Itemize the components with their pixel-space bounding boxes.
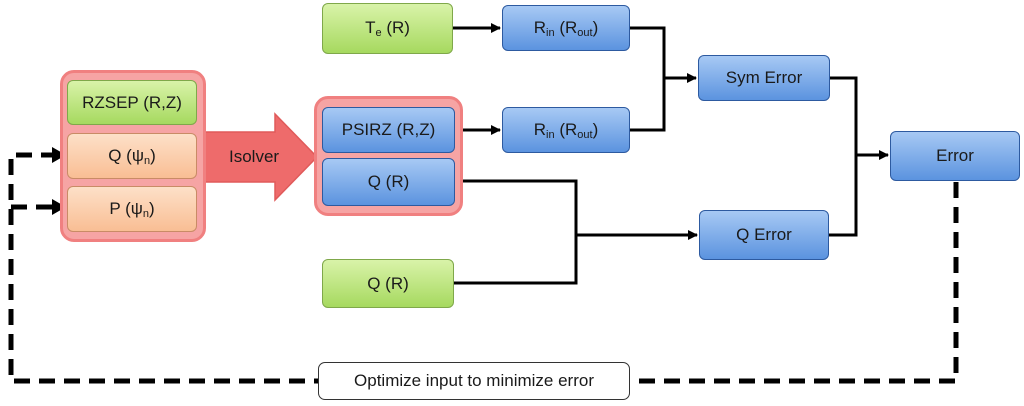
rin-bottom-box[interactable]: Rin (Rout) (502, 107, 630, 153)
q-r-output-box[interactable]: Q (R) (322, 158, 455, 206)
psirz-label: PSIRZ (R,Z) (341, 120, 436, 139)
q-error-box[interactable]: Q Error (699, 210, 829, 260)
p-psi-label: P (ψn) (109, 198, 155, 220)
feedback-arrowhead-q (52, 147, 66, 163)
te-label: Te (R) (365, 18, 410, 39)
feedback-loop-dashed (8, 152, 959, 384)
rin-top-label: Rin (Rout) (533, 17, 599, 39)
sym-error-box[interactable]: Sym Error (698, 55, 830, 101)
q-r-output-label: Q (R) (367, 172, 410, 191)
wire-rin-top-to-sym (630, 26, 666, 78)
rin-bottom-label: Rin (Rout) (533, 119, 599, 141)
optimize-note: Optimize input to minimize error (318, 362, 630, 400)
p-psi-box[interactable]: P (ψn) (67, 186, 197, 232)
q-error-label: Q Error (736, 225, 792, 244)
q-r-input-box[interactable]: Q (R) (322, 259, 454, 308)
wire-qr-input-to-qerror (454, 235, 578, 285)
q-r-input-label: Q (R) (367, 273, 409, 293)
sym-error-label: Sym Error (725, 68, 803, 87)
feedback-arrowhead-p (52, 199, 66, 215)
te-box[interactable]: Te (R) (322, 3, 453, 54)
error-box[interactable]: Error (890, 131, 1020, 181)
wire-qr-mid-to-qerror (455, 179, 578, 235)
isolver-label: Isolver (229, 147, 280, 166)
error-label: Error (936, 146, 974, 165)
isolver-arrow (204, 112, 319, 202)
optimize-label: Optimize input to minimize error (354, 371, 594, 390)
rzsep-label: RZSEP (R,Z) (82, 92, 182, 112)
psirz-box[interactable]: PSIRZ (R,Z) (322, 107, 455, 153)
rzsep-box[interactable]: RZSEP (R,Z) (67, 80, 197, 125)
wire-rin-bottom-to-sym (630, 78, 666, 132)
q-psi-label: Q (ψn) (108, 145, 156, 167)
wire-qerror-to-error (829, 155, 858, 237)
wire-sym-to-error (830, 76, 858, 155)
q-psi-box[interactable]: Q (ψn) (67, 133, 197, 179)
rin-top-box[interactable]: Rin (Rout) (502, 5, 630, 51)
